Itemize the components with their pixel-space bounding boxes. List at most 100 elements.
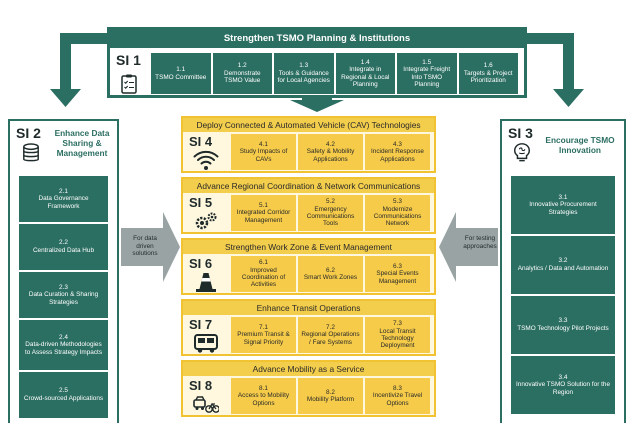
item-text: Incentivize Travel Options bbox=[372, 392, 423, 407]
item-number: 7.1 bbox=[259, 323, 268, 331]
si2-title: Enhance Data Sharing & Management bbox=[54, 128, 110, 158]
clipboard-checklist-icon bbox=[121, 74, 137, 94]
si3-tag: SI 3 bbox=[508, 125, 533, 141]
item-text: Centralized Data Hub bbox=[32, 247, 95, 254]
car-bike-icon bbox=[193, 396, 219, 413]
item-text: Demonstrate TSMO Value bbox=[223, 69, 261, 85]
item-text: Tools & Guidance for Local Agencies bbox=[277, 69, 330, 85]
arrow-si1-to-si3 bbox=[524, 33, 584, 107]
item-number: 8.1 bbox=[259, 384, 268, 392]
si5-title: Advance Regional Coordination & Network … bbox=[183, 179, 434, 193]
item-text: Crowd-sourced Applications bbox=[23, 395, 104, 402]
item-text: Modernize Communications Network bbox=[373, 205, 422, 228]
item-text: Mobility Platform bbox=[306, 396, 355, 403]
si4-panel: Deploy Connected & Automated Vehicle (CA… bbox=[181, 116, 436, 173]
arrow-si2-to-center bbox=[121, 212, 180, 282]
database-icon bbox=[23, 143, 39, 162]
si6-title: Strengthen Work Zone & Event Management bbox=[183, 240, 434, 254]
item-text: Special Events Management bbox=[376, 270, 419, 285]
item-text: Integrate Freight Into TSMO Planning bbox=[403, 66, 451, 88]
item-number: 6.3 bbox=[393, 262, 402, 270]
item-number: 1.6 bbox=[483, 62, 493, 70]
si4-tag: SI 4 bbox=[189, 134, 213, 149]
si1-panel: Strengthen TSMO Planning & Institutions … bbox=[107, 27, 527, 98]
arrow-si3-to-center bbox=[439, 212, 498, 282]
item-text: Premium Transit & Signal Priority bbox=[237, 331, 290, 346]
item-number: 2.2 bbox=[59, 239, 68, 247]
item-text: Smart Work Zones bbox=[303, 274, 358, 281]
item-number: 5.3 bbox=[393, 198, 402, 206]
item-number: 2.1 bbox=[59, 187, 68, 195]
item-number: 4.1 bbox=[259, 140, 268, 148]
item-number: 2.5 bbox=[59, 387, 68, 395]
item-text: Targets & Project Prioritization bbox=[463, 69, 513, 85]
si7-title: Enhance Transit Operations bbox=[183, 301, 434, 315]
si5-panel: Advance Regional Coordination & Network … bbox=[181, 177, 436, 234]
item-text: Safety & Mobility Applications bbox=[306, 148, 355, 163]
si5-tag: SI 5 bbox=[189, 195, 213, 210]
item-text: Emergency Communications Tools bbox=[306, 205, 355, 228]
traffic-cone-icon bbox=[196, 273, 216, 292]
item-number: 3.3 bbox=[558, 317, 568, 325]
item-number: 1.4 bbox=[360, 58, 370, 66]
item-number: 7.3 bbox=[393, 320, 402, 328]
si6-tag: SI 6 bbox=[189, 256, 213, 271]
si7-tag: SI 7 bbox=[189, 317, 213, 332]
bus-icon bbox=[194, 334, 218, 353]
item-number: 6.2 bbox=[326, 266, 335, 274]
item-text: Study Impacts of CAVs bbox=[239, 148, 288, 163]
item-number: 3.2 bbox=[558, 257, 568, 265]
wireless-signal-icon bbox=[193, 150, 219, 170]
item-text: Analytics / Data and Automation bbox=[517, 265, 609, 272]
si8-title: Advance Mobility as a Service bbox=[183, 362, 434, 376]
arrow-si1-to-si2 bbox=[50, 33, 110, 107]
si6-panel: Strengthen Work Zone & Event Management … bbox=[181, 238, 436, 295]
item-number: 8.3 bbox=[393, 384, 402, 392]
item-text: Local Transit Technology Deployment bbox=[379, 327, 416, 350]
arrow-si1-to-center bbox=[290, 98, 344, 112]
si4-title: Deploy Connected & Automated Vehicle (CA… bbox=[183, 118, 434, 132]
item-text: Innovative Procurement Strategies bbox=[529, 201, 597, 216]
si3-title: Encourage TSMO Innovation bbox=[545, 135, 615, 155]
item-number: 7.2 bbox=[326, 323, 335, 331]
item-text: Data Curation & Sharing Strategies bbox=[28, 291, 99, 306]
item-number: 2.3 bbox=[59, 283, 68, 291]
si2-panel: SI 2 Enhance Data Sharing & Management 2… bbox=[8, 119, 119, 423]
si1-title: Strengthen TSMO Planning & Institutions bbox=[110, 30, 524, 48]
item-text: Data-driven Methodologies to Assess Stra… bbox=[24, 341, 103, 356]
item-text: TSMO Technology Pilot Projects bbox=[517, 325, 609, 332]
arrow-label-right: For testing approaches bbox=[463, 235, 497, 250]
item-number: 4.2 bbox=[326, 140, 335, 148]
si2-tag: SI 2 bbox=[16, 125, 41, 141]
gears-icon bbox=[195, 212, 217, 230]
item-number: 1.1 bbox=[176, 66, 186, 74]
item-number: 5.1 bbox=[259, 201, 268, 209]
item-number: 2.4 bbox=[59, 333, 68, 341]
